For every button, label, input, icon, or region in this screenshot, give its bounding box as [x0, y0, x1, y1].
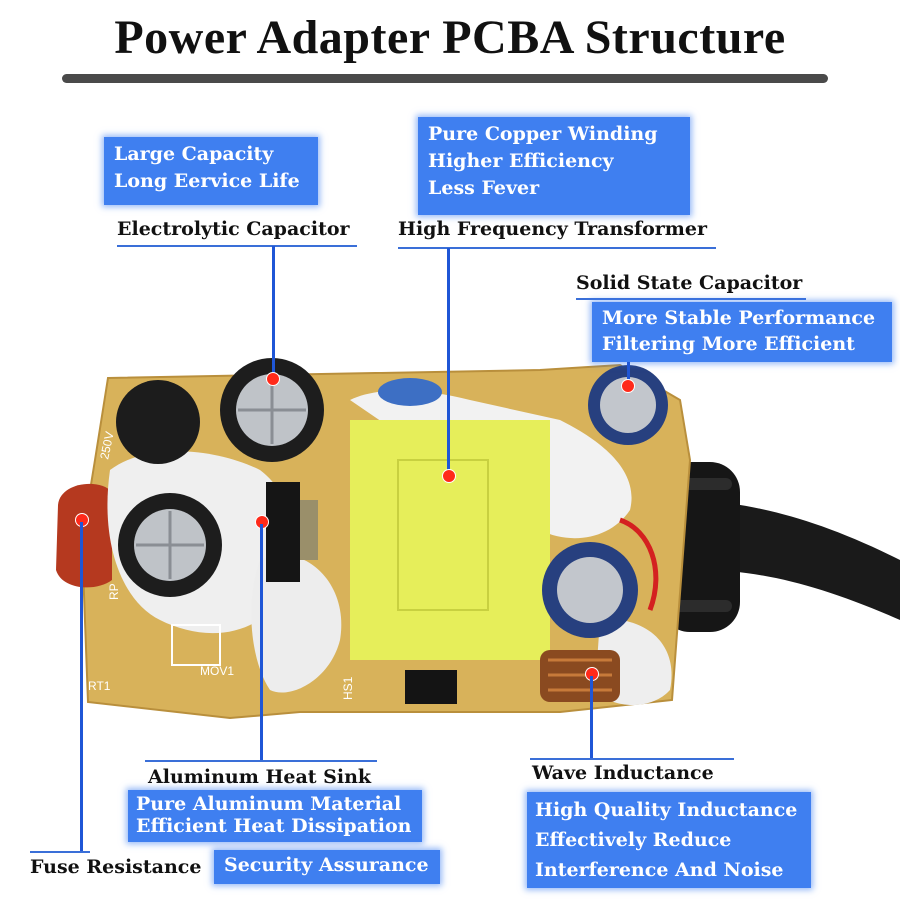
heat-sink-component	[266, 482, 300, 582]
feature-text: Higher Efficiency	[428, 150, 614, 172]
feature-text: High Quality Inductance	[535, 799, 798, 821]
heat-sink-label: Aluminum Heat Sink	[148, 766, 372, 788]
fuse-underline	[30, 851, 90, 853]
feature-text: Security Assurance	[224, 854, 429, 876]
fuse-label: Fuse Resistance	[30, 856, 202, 878]
feature-text: Pure Copper Winding	[428, 123, 658, 145]
page-title: Power Adapter PCBA Structure	[114, 11, 786, 64]
silkscreen-250v: 250V	[97, 430, 117, 460]
fuse-marker	[76, 514, 88, 526]
electrolytic-capacitor-leader	[272, 246, 275, 378]
optocoupler	[405, 670, 457, 704]
fuse-body	[56, 483, 112, 588]
solid-capacitor-leader	[627, 362, 630, 384]
inductance-features: High Quality Inductance Effectively Redu…	[527, 792, 811, 888]
feature-text: Effectively Reduce	[535, 829, 732, 851]
solid-capacitor-label: Solid State Capacitor	[576, 272, 803, 294]
heat-sink-features: Pure Aluminum Material Efficient Heat Di…	[128, 790, 422, 842]
feature-text: Long Eervice Life	[114, 170, 300, 192]
solid-capacitor-underline	[576, 298, 806, 300]
electrolytic-capacitor-marker	[267, 373, 279, 385]
y-capacitor	[378, 378, 442, 406]
glue	[251, 554, 342, 693]
transformer-body	[350, 420, 550, 660]
silkscreen-rt1: RT1	[88, 679, 111, 693]
feature-text: Efficient Heat Dissipation	[136, 815, 412, 837]
heat-sink-underline	[145, 760, 377, 762]
feature-text: More Stable Performance	[602, 307, 876, 329]
electrolytic-capacitor-underline	[117, 245, 357, 247]
power-cable	[700, 500, 900, 620]
inductance-leader	[590, 676, 593, 758]
solid-capacitor-marker	[622, 380, 634, 392]
fuse-features: Security Assurance	[214, 850, 440, 884]
feature-text: Pure Aluminum Material	[136, 793, 402, 815]
feature-text: Less Fever	[428, 177, 540, 199]
feature-text: Filtering More Efficient	[602, 333, 855, 355]
feature-text: Large Capacity	[114, 143, 274, 165]
silkscreen-mov1: MOV1	[200, 664, 234, 678]
silkscreen-hs1: HS1	[341, 676, 355, 700]
electrolytic-capacitor-features: Large Capacity Long Eervice Life	[104, 137, 318, 205]
transformer-features: Pure Copper Winding Higher Efficiency Le…	[418, 117, 690, 215]
fuse-leader	[80, 522, 83, 852]
silkscreen-rp: RP	[107, 583, 121, 600]
transformer-label: High Frequency Transformer	[398, 218, 708, 240]
transformer-underline	[398, 247, 716, 249]
choke-black	[116, 380, 200, 464]
inductance-underline	[530, 758, 734, 760]
transformer-leader	[447, 248, 450, 474]
electrolytic-capacitor-label: Electrolytic Capacitor	[117, 218, 350, 240]
solid-capacitor-features: More Stable Performance Filtering More E…	[592, 302, 892, 362]
transformer-marker	[443, 470, 455, 482]
title-underline	[62, 74, 828, 83]
heat-sink-leader	[260, 524, 263, 760]
inductance-label: Wave Inductance	[532, 762, 714, 784]
feature-text: Interference And Noise	[535, 859, 784, 881]
heat-sink-marker	[256, 516, 268, 528]
inductance-marker	[586, 668, 598, 680]
